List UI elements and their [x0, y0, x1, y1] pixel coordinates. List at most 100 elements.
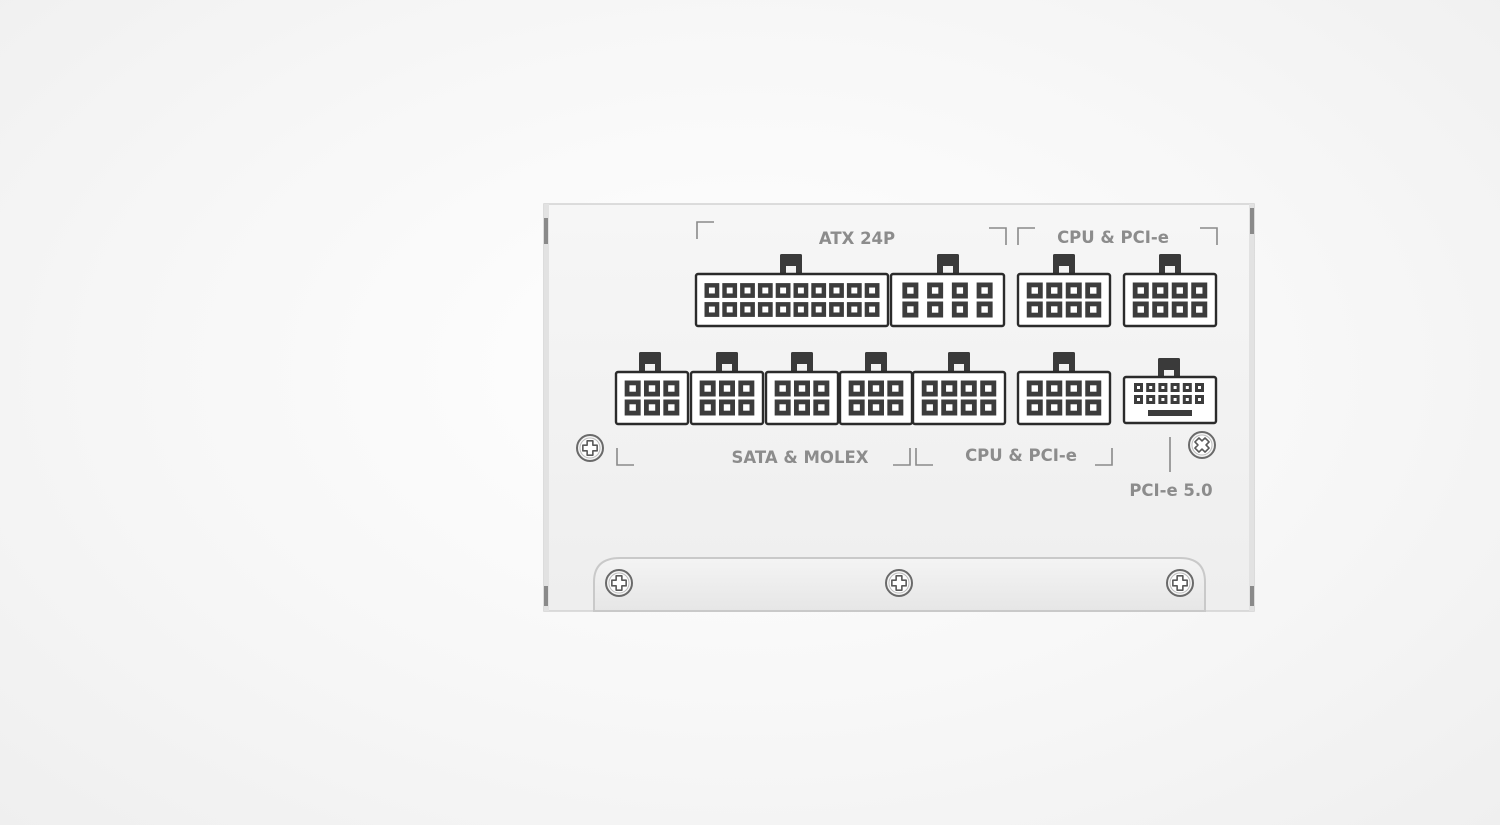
connector-pin-hole — [1090, 404, 1097, 411]
cross-head-screw-icon — [1166, 569, 1194, 597]
connector-pin-hole — [1090, 287, 1097, 294]
connector-pin-hole — [851, 306, 858, 313]
connector-pin-hole — [818, 404, 825, 411]
connector-pin-hole — [1137, 386, 1140, 389]
connector-pin-hole — [1196, 287, 1203, 294]
label-cpu-pcie-top: CPU & PCI-e — [1057, 228, 1169, 247]
connector-pin-hole — [798, 404, 806, 411]
connector-latch-slot — [871, 364, 881, 374]
connector-pin-hole — [981, 306, 988, 313]
connector-pin-hole — [629, 404, 636, 411]
connector-body — [1016, 272, 1112, 328]
connector-pin-hole — [1070, 385, 1077, 392]
connector-pin-hole — [1157, 287, 1164, 294]
connector-pin-hole — [1090, 385, 1097, 392]
cross-head-screw-icon — [885, 569, 913, 597]
connector-pin-hole — [762, 306, 769, 313]
connector-pin-hole — [1051, 385, 1058, 392]
connector-cpu-pcie-top-2 — [1122, 254, 1218, 328]
connector-body — [911, 370, 1007, 426]
connector-pin-hole — [869, 306, 876, 313]
connector-pin-hole — [704, 385, 711, 392]
connector-body — [689, 370, 765, 426]
connector-latch-slot — [1165, 266, 1175, 276]
connector-pin-hole — [743, 404, 750, 411]
connector-pin-hole — [797, 306, 804, 313]
connector-latch-slot — [1059, 266, 1069, 276]
connector-latch-slot — [722, 364, 732, 374]
connector-pin-hole — [668, 404, 675, 411]
connector-body — [764, 370, 840, 426]
connector-pin-hole — [853, 385, 860, 392]
connector-latch-slot — [1164, 370, 1174, 380]
connector-pin-hole — [931, 306, 939, 313]
connector-cpu-pcie-bottom-1 — [911, 352, 1007, 426]
connector-pin-hole — [851, 287, 858, 294]
connector-latch — [865, 352, 887, 374]
connector-latch-slot — [797, 364, 807, 374]
connector-latch-slot — [786, 266, 796, 276]
connector-pin-hole — [797, 287, 804, 294]
connector-cpu-pcie-bottom-2 — [1016, 352, 1112, 426]
label-cpu-pcie-bottom: CPU & PCI-e — [965, 446, 1077, 465]
connector-pin-hole — [726, 287, 733, 294]
connector-pin-hole — [1185, 386, 1189, 389]
connector-pin-hole — [744, 306, 751, 313]
connector-pin-hole — [815, 287, 822, 294]
connector-body — [614, 370, 690, 426]
connector-pin-hole — [723, 404, 731, 411]
connector-pin-hole — [853, 404, 860, 411]
connector-pin-hole — [1149, 398, 1153, 401]
connector-latch-slot — [645, 364, 655, 374]
connector-pin-hole — [1173, 386, 1177, 389]
connector-pin-hole — [1196, 306, 1203, 313]
connector-pin-hole — [779, 404, 786, 411]
connector-pin-hole — [648, 404, 656, 411]
connector-pin-hole — [907, 287, 914, 294]
connector-pin-hole — [668, 385, 675, 392]
connector-pin-hole — [744, 287, 751, 294]
connector-sata-molex-2 — [689, 352, 765, 426]
connector-latch — [1053, 254, 1075, 276]
connector-pin-hole — [946, 404, 953, 411]
connector-atx24-extra — [889, 254, 1006, 328]
connector-pin-hole — [956, 306, 964, 313]
connector-pin-hole — [1137, 287, 1144, 294]
connector-pin-hole — [892, 404, 899, 411]
connector-pin-hole — [1157, 306, 1164, 313]
connector-pin-hole — [965, 404, 972, 411]
connector-pin-hole — [1198, 386, 1201, 389]
x-head-screw-icon — [1188, 431, 1216, 459]
connector-pin-hole — [892, 385, 899, 392]
connector-pin-hole — [1137, 398, 1140, 401]
connector-pin-hole — [1137, 306, 1144, 313]
connector-pin-hole — [1051, 404, 1058, 411]
connector-sata-molex-3 — [764, 352, 840, 426]
connector-pin-hole — [872, 385, 880, 392]
cross-head-screw-icon — [576, 434, 604, 462]
connector-sata-molex-1 — [614, 352, 690, 426]
connector-pin-hole — [1070, 287, 1077, 294]
connector-pin-hole — [946, 385, 953, 392]
label-atx-24p: ATX 24P — [819, 229, 895, 248]
connector-pin-hole — [629, 385, 636, 392]
connector-latch-slot — [943, 266, 953, 276]
connector-pin-hole — [726, 306, 733, 313]
connector-latch-slot — [1059, 364, 1069, 374]
connector-pin-hole — [833, 287, 840, 294]
connector-pin-hole — [956, 287, 964, 294]
connector-body — [1016, 370, 1112, 426]
connector-pin-hole — [981, 287, 988, 294]
connector-pin-hole — [931, 287, 939, 294]
connector-pin-hole — [1161, 386, 1165, 389]
connector-pin-hole — [1031, 385, 1038, 392]
connector-pcie5-12vhpwr — [1122, 358, 1218, 425]
connector-body — [838, 370, 914, 426]
connector-pin-hole — [798, 385, 806, 392]
connector-sense-pins — [1148, 410, 1192, 416]
connector-body — [694, 272, 890, 328]
connector-atx24-main — [694, 254, 890, 328]
connector-pin-hole — [815, 306, 822, 313]
connector-latch — [1159, 254, 1181, 276]
